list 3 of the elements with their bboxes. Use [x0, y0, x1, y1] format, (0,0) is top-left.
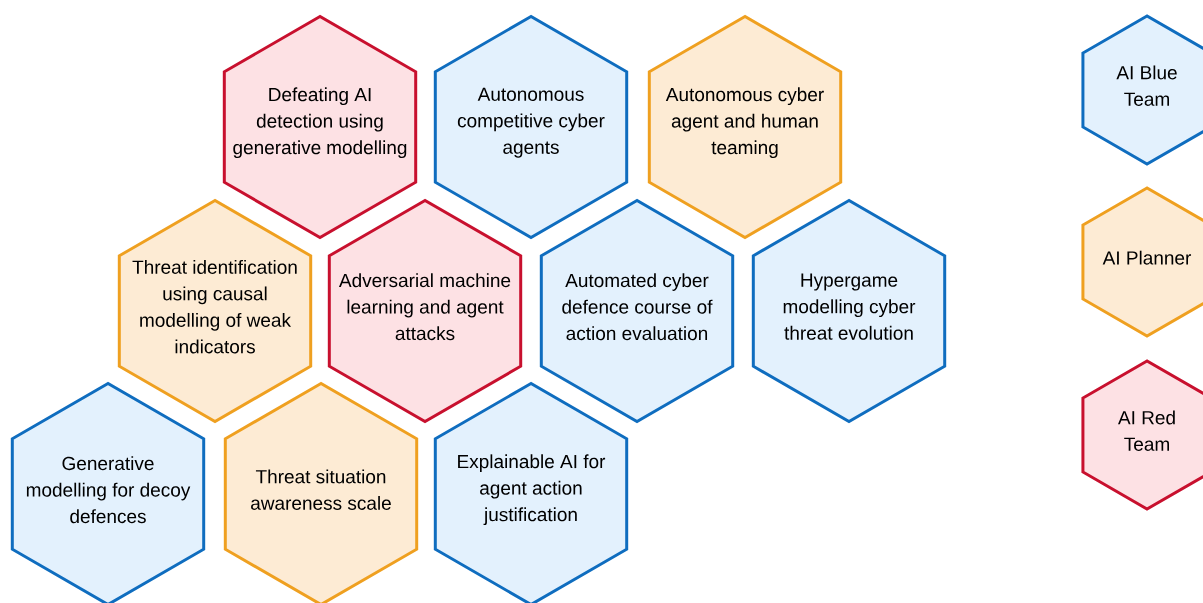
- legend-hexagon: AI Blue Team: [1081, 14, 1203, 166]
- legend-hexagon: AI Planner: [1081, 186, 1203, 338]
- legend-hexagon: AI Red Team: [1081, 359, 1203, 511]
